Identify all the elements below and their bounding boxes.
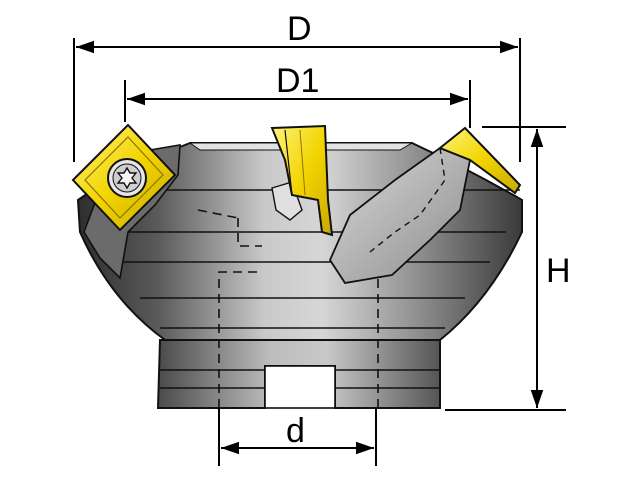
dimension-H-label: H: [546, 252, 571, 290]
center-insert: [270, 124, 334, 237]
torx-screw-icon: [107, 158, 147, 198]
dimension-D-label: D: [287, 10, 312, 48]
right-insert: [438, 126, 522, 195]
right-chip-pocket: [328, 146, 472, 284]
dimension-lines: [73, 38, 566, 466]
dimension-D1-label: D1: [276, 62, 320, 100]
drive-slot: [264, 365, 336, 409]
cutting-inserts: [71, 123, 522, 237]
dimension-d-label: d: [286, 412, 305, 450]
hub-bands: [160, 369, 440, 389]
left-insert: [71, 123, 177, 232]
